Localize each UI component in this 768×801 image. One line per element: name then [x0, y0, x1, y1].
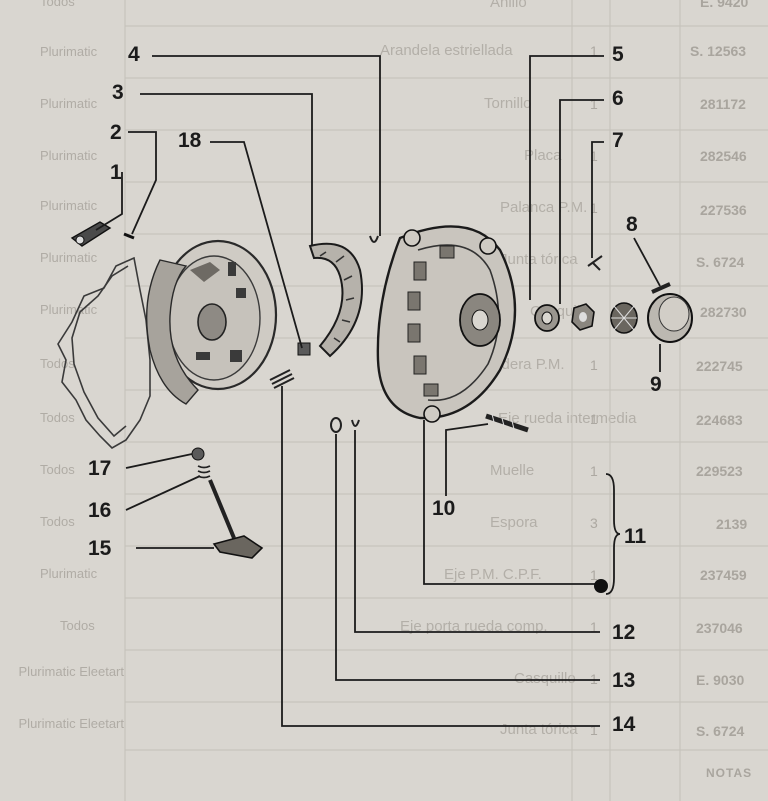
pin-part-2 [123, 232, 135, 240]
pin-part-8 [651, 282, 671, 294]
callout-1: 1 [110, 161, 122, 184]
table-model: Plurimatic Eleetart [18, 716, 124, 731]
table-code: E. 9030 [696, 672, 745, 688]
spring-part-18 [269, 369, 295, 389]
callout-18: 18 [178, 129, 202, 152]
callout-11: 11 [624, 525, 647, 548]
nut-part-6 [571, 303, 595, 331]
table-code: 281172 [700, 96, 746, 112]
table-qty: 1 [590, 200, 598, 216]
table-code: 282730 [700, 304, 747, 320]
table-model: Plurimatic [40, 148, 98, 163]
table-model: Plurimatic [40, 566, 98, 581]
callout-2: 2 [110, 121, 122, 144]
crankcase-housing [146, 239, 278, 405]
callout-15: 15 [88, 537, 112, 560]
table-qty: 1 [590, 463, 598, 479]
knob-part-9 [647, 293, 693, 343]
lever-assembly-15 [191, 447, 264, 559]
table-code: 227536 [700, 202, 747, 218]
table-model: Todos [60, 618, 95, 633]
table-code: 2139 [716, 516, 748, 532]
cover-housing [376, 225, 517, 423]
table-model: Todos [40, 410, 75, 425]
table-qty: 1 [590, 722, 598, 738]
table-model: Plurimatic [40, 96, 98, 111]
callout-5: 5 [612, 43, 624, 66]
table-code: S. 6724 [696, 723, 745, 739]
notes-label: NOTAS [706, 766, 753, 780]
table-description: Eje P.M. C.P.F. [444, 566, 542, 583]
table-model: Todos [40, 0, 75, 9]
table-description: Espora [490, 514, 538, 531]
gasket-part [57, 256, 151, 449]
table-code: E. 9420 [700, 0, 749, 10]
table-description: Arandela estriellada [380, 42, 513, 59]
table-qty: 3 [590, 515, 598, 531]
table-description: Eje porta rueda comp. [400, 618, 548, 635]
bushing-part-5 [534, 304, 560, 332]
table-qty: 1 [590, 43, 598, 59]
table-description: Muelle [490, 462, 535, 479]
callout-17: 17 [88, 457, 112, 480]
callout-9: 9 [650, 373, 662, 396]
table-qty: 1 [590, 671, 598, 687]
gear-part-7 [610, 302, 638, 334]
cross-pin [587, 255, 603, 271]
callout-7: 7 [612, 129, 624, 152]
table-qty: 1 [590, 357, 598, 373]
callout-4: 4 [128, 43, 140, 66]
table-code: 237046 [696, 620, 743, 636]
table-code: S. 12563 [690, 43, 747, 59]
table-description: Tornillo [484, 95, 532, 112]
table-qty: 1 [590, 619, 598, 635]
table-qty: 1 [590, 96, 598, 112]
table-code: S. 6724 [696, 254, 745, 270]
table-description: Anillo [490, 0, 527, 11]
table-description: Eje rueda intermedia [498, 410, 637, 427]
clip-part-12 [351, 419, 360, 427]
table-qty: 1 [590, 148, 598, 164]
table-model: Plurimatic Eleetart [18, 664, 124, 679]
table-code: 224683 [696, 412, 743, 428]
callout-8: 8 [626, 213, 638, 236]
table-qty: 1 [590, 411, 598, 427]
table-model: Plurimatic [40, 198, 98, 213]
callout-10: 10 [432, 497, 456, 520]
shaft-part-10 [485, 413, 529, 433]
table-model: Plurimatic [40, 250, 98, 265]
callout-6: 6 [612, 87, 624, 110]
callout-12: 12 [612, 621, 636, 644]
leader-lines [95, 55, 661, 727]
table-model: Plurimatic [40, 44, 98, 59]
shoe-part-3 [308, 242, 363, 358]
table-model: Todos [40, 462, 75, 477]
table-code: 237459 [700, 567, 747, 583]
callout-16: 16 [88, 499, 112, 522]
table-description: Casquillo [514, 670, 576, 687]
plate-clip [297, 342, 311, 356]
callout-dot [594, 579, 608, 593]
callout-13: 13 [612, 669, 636, 692]
table-description: Palanca P.M. [500, 199, 588, 216]
table-description: Placa [524, 147, 562, 164]
table-description: Junta tórica [500, 251, 578, 268]
callout-14: 14 [612, 713, 636, 736]
washer-part-13 [330, 417, 342, 433]
callout-3: 3 [112, 81, 124, 104]
table-code: 229523 [696, 463, 743, 479]
table-code: 282546 [700, 148, 747, 164]
clip-part-4 [369, 235, 379, 243]
table-model: Plurimatic [40, 302, 98, 317]
table-qty: 1 [590, 567, 598, 583]
table-model: Todos [40, 514, 75, 529]
table-code: 222745 [696, 358, 743, 374]
